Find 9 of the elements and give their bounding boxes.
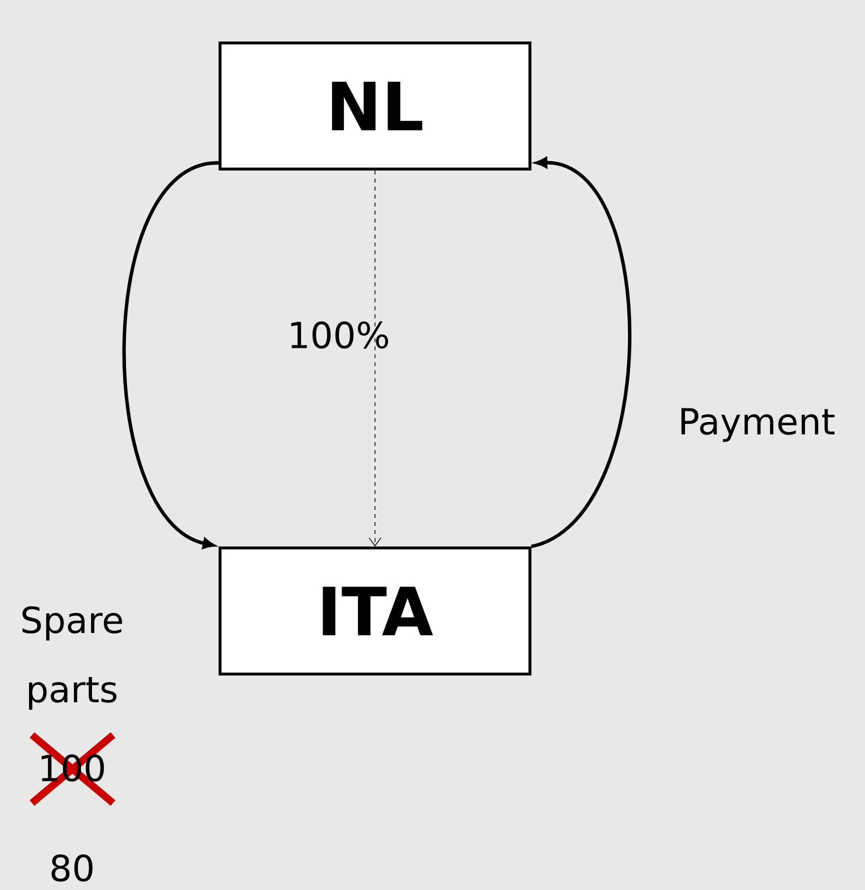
note-text: Spare parts bbox=[22, 606, 122, 710]
arrow bbox=[122, 161, 219, 549]
edge-label: 100% bbox=[291, 321, 388, 349]
note-text: 80 bbox=[52, 854, 92, 882]
country-box: NL bbox=[218, 41, 532, 171]
country-box: ITA bbox=[218, 546, 532, 676]
arrow bbox=[368, 170, 382, 546]
arrow bbox=[530, 157, 632, 548]
edge-label: Payment bbox=[681, 408, 834, 442]
